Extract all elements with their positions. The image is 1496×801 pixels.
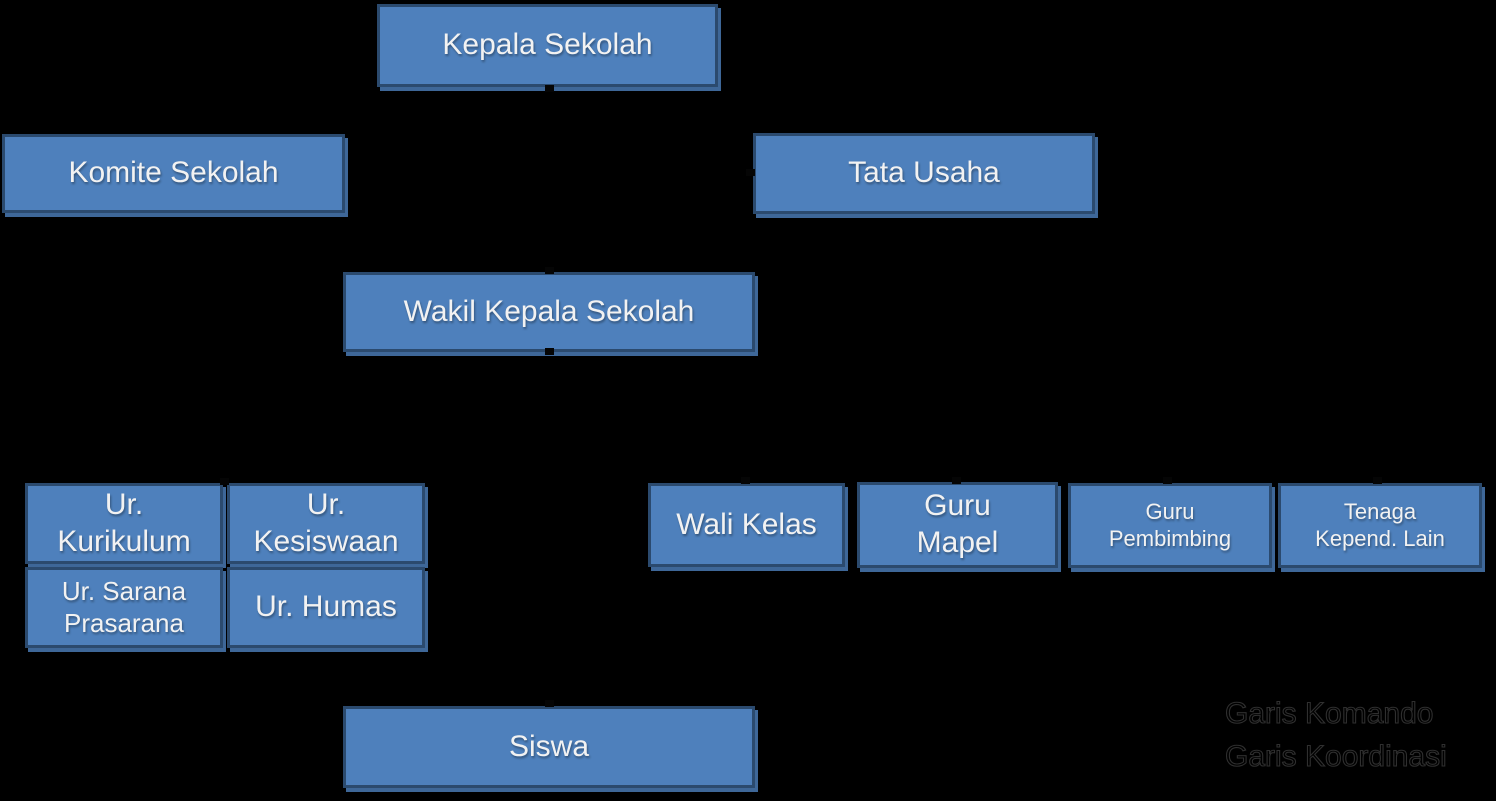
org-box-label: Prasarana [64,607,184,638]
org-box-label: Kepala Sekolah [442,28,653,62]
connector-anchor [952,477,961,484]
connector-anchor [545,267,554,274]
org-box-label: Guru [924,489,991,523]
org-box-label: Komite Sekolah [68,156,279,190]
legend-item-garis-komando: Garis Komando [1224,696,1434,730]
org-box-guru-pembimbing: Guru Pembimbing [1068,483,1272,568]
org-box-label: Ur. [104,487,144,521]
org-box-ur-humas: Ur. Humas [227,567,425,648]
org-box-label: Ur. [306,487,346,521]
org-box-label: Guru [1145,498,1195,524]
org-box-label: Wali Kelas [676,507,817,541]
org-box-komite-sekolah: Komite Sekolah [2,134,345,213]
org-box-label: Wakil Kepala Sekolah [403,294,695,328]
connector-anchor [1373,477,1382,484]
org-box-ur-kesiswaan: Ur. Kesiswaan [227,483,425,564]
connector-anchor [746,169,755,176]
connector-anchor [220,478,229,485]
org-box-label: Ur. Sarana [61,575,187,606]
connector-anchor [545,700,554,707]
org-box-siswa: Siswa [343,706,755,788]
org-box-ur-sarana-prasarana: Ur. Sarana Prasarana [25,567,223,648]
org-box-label: Tenaga [1343,498,1417,524]
org-box-label: Siswa [508,729,590,763]
legend-item-garis-koordinasi: Garis Koordinasi [1224,739,1447,773]
connector-anchor [545,85,554,92]
org-box-guru-mapel: Guru Mapel [857,482,1058,568]
org-box-label: Kepend. Lain [1315,525,1445,551]
org-box-label: Kesiswaan [253,524,399,558]
org-box-wakil-kepala-sekolah: Wakil Kepala Sekolah [343,272,755,352]
connector-anchor [1163,477,1172,484]
org-box-kepala-sekolah: Kepala Sekolah [377,4,718,87]
org-box-label: Pembimbing [1108,525,1232,551]
connector-anchor [545,348,554,355]
org-box-tata-usaha: Tata Usaha [753,133,1095,214]
connector-anchor [741,477,750,484]
org-box-ur-kurikulum: Ur. Kurikulum [25,483,223,564]
org-box-label: Tata Usaha [848,156,1000,190]
org-box-label: Kurikulum [57,524,191,558]
org-box-tenaga-kepend-lain: Tenaga Kepend. Lain [1278,483,1482,568]
org-box-label: Mapel [916,526,999,559]
org-box-wali-kelas: Wali Kelas [648,483,845,567]
org-box-label: Ur. Humas [255,590,397,624]
